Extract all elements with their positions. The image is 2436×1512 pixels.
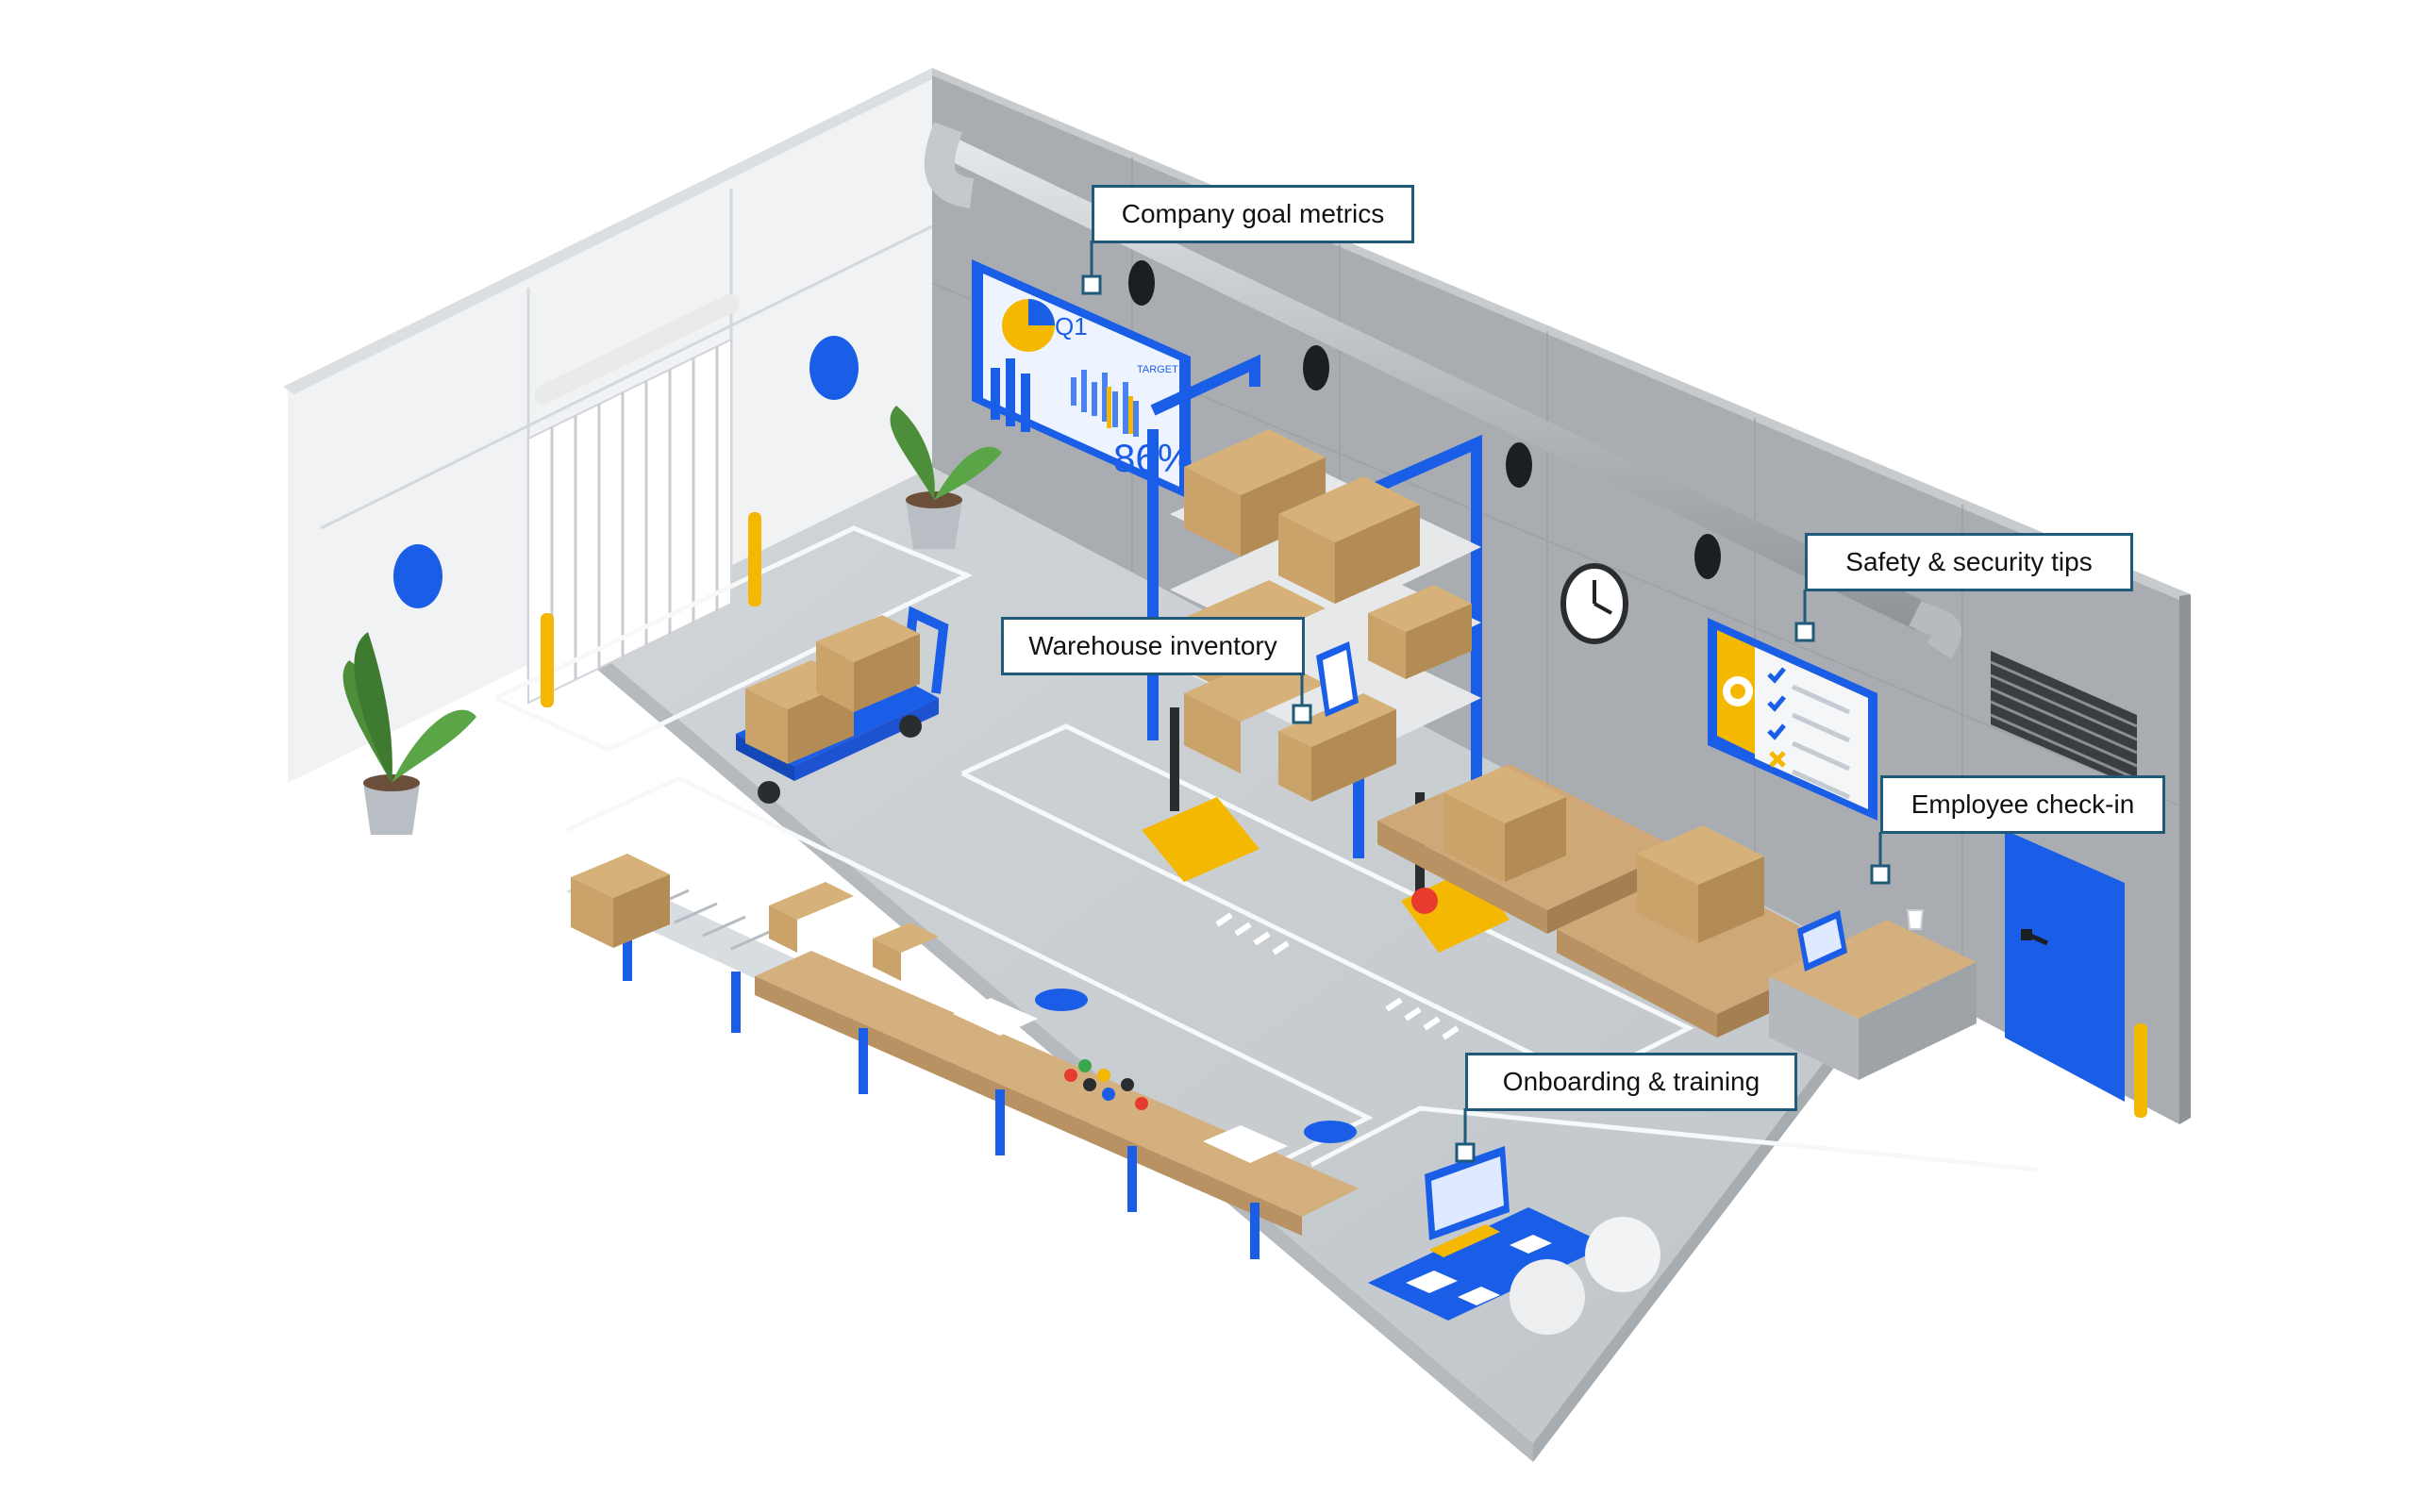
floor-markings: [493, 525, 2039, 1177]
left-wall-rim: [283, 68, 943, 394]
callout-anchor: [1292, 704, 1312, 724]
callout-safety-security-tips: Safety & security tips: [1805, 533, 2133, 591]
box-trolley: [736, 606, 949, 804]
back-wall: [932, 74, 2179, 1124]
callout-employee-check-in: Employee check-in: [1880, 775, 2165, 834]
right-wall-edge: [2179, 594, 2191, 1124]
callout-anchor: [1794, 622, 1815, 642]
wall-light: [393, 544, 442, 608]
callout-anchor: [1870, 864, 1891, 885]
wall-vent: [1990, 651, 2138, 788]
callout-company-goal-metrics: Company goal metrics: [1092, 185, 1414, 243]
assembly-line: [566, 854, 1359, 1259]
safety-bollards: [541, 512, 2147, 1118]
callout-anchor: [1455, 1142, 1476, 1163]
dashboard-quarter: Q1: [1055, 312, 1088, 341]
training-desk: [1368, 1146, 1660, 1335]
check-in-desk: [1769, 909, 1977, 1080]
plant-icon: [342, 632, 476, 835]
dashboard-target-label: TARGET: [1137, 364, 1178, 375]
callout-warehouse-inventory: Warehouse inventory: [1001, 617, 1305, 675]
clock-icon: [1560, 563, 1628, 644]
safety-tips-screen: [1708, 618, 1877, 821]
wall-light: [809, 336, 859, 400]
blue-door: [2005, 830, 2125, 1102]
plant-icon: [890, 406, 1002, 549]
ceiling-pipe: [924, 122, 1961, 659]
callout-onboarding-training: Onboarding & training: [1465, 1053, 1797, 1111]
floor-hatch: [1215, 912, 1460, 1040]
callout-anchor: [1081, 274, 1102, 295]
